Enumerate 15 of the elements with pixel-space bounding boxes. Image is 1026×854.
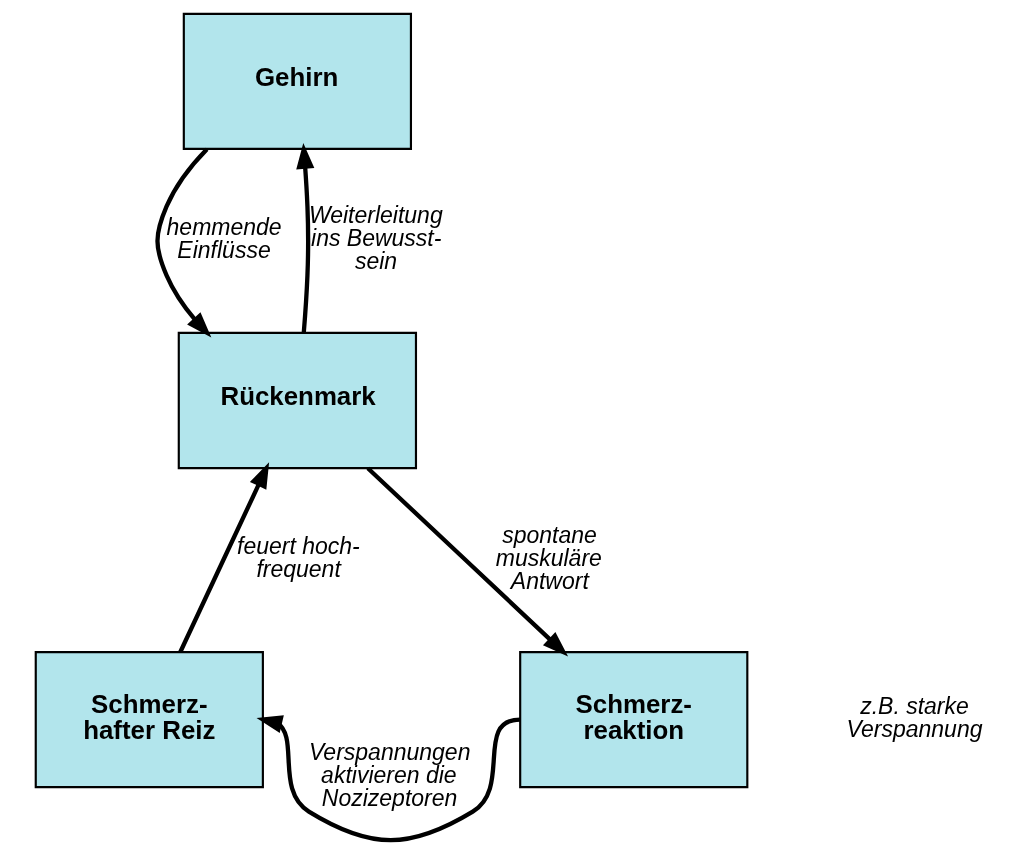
- arrow: [296, 142, 315, 333]
- node-box: Gehirn: [182, 12, 412, 150]
- arrow: [155, 147, 212, 338]
- arrow: [256, 715, 521, 843]
- edge-label: hemmende Einflüsse: [166, 213, 282, 263]
- edge-label: spontane muskuläre Antwort: [495, 521, 602, 594]
- arrow: [178, 462, 270, 653]
- label: z.B. starke Verspannung: [846, 692, 983, 742]
- node-box: Schmerz- reaktion: [519, 650, 749, 789]
- edge-label: Verspannungen aktivieren die Nozizeptoren: [308, 738, 471, 811]
- node-box: Schmerz- hafter Reiz: [34, 650, 264, 789]
- arrow: [366, 466, 569, 657]
- edge-label: Weiterleitung ins Bewusst- sein: [308, 202, 443, 275]
- node-box: Rückenmark: [177, 331, 418, 470]
- edge-label: feuert hoch- frequent: [237, 533, 360, 583]
